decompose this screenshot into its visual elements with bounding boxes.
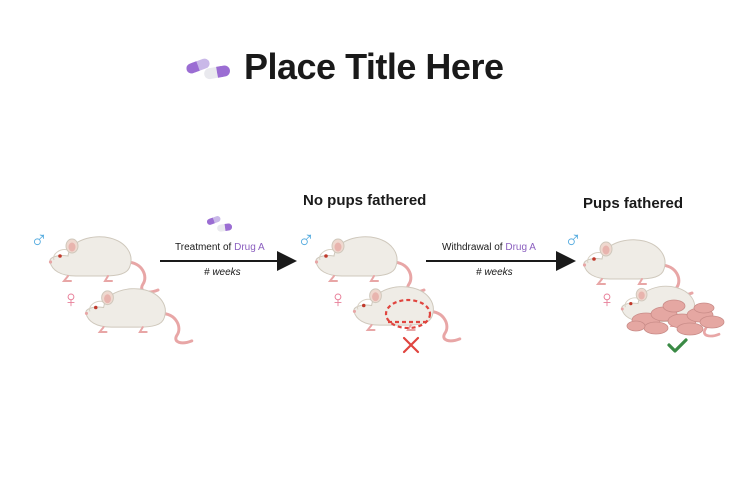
page-title: Place Title Here [244, 46, 504, 87]
pill-icon [206, 216, 233, 232]
male-mouse [47, 235, 160, 294]
pill-icon [186, 58, 230, 80]
arrow-label-withdrawal: Withdrawal of Drug A [442, 242, 536, 253]
female-symbol: ♀ [329, 286, 347, 313]
cross-icon [402, 336, 420, 354]
check-icon [667, 338, 688, 353]
male-mouse [313, 235, 426, 294]
pups-litter [626, 299, 725, 336]
arrow-duration-treatment: # weeks [204, 267, 241, 278]
female-symbol: ♀ [62, 286, 80, 313]
male-symbol: ♂ [564, 227, 582, 254]
arrow-duration-withdrawal: # weeks [476, 267, 513, 278]
male-symbol: ♂ [297, 227, 315, 254]
female-mouse [351, 285, 462, 343]
arrow-label-treatment: Treatment of Drug A [175, 242, 265, 253]
male-mouse [581, 238, 694, 297]
male-symbol: ♂ [30, 227, 48, 254]
female-symbol: ♀ [598, 286, 616, 313]
stage-heading-no-pups: No pups fathered [303, 192, 427, 209]
empty-litter-outline [384, 298, 432, 330]
stage-heading-pups: Pups fathered [583, 195, 684, 212]
title-area: Place Title Here [184, 44, 504, 90]
female-mouse [83, 287, 194, 345]
